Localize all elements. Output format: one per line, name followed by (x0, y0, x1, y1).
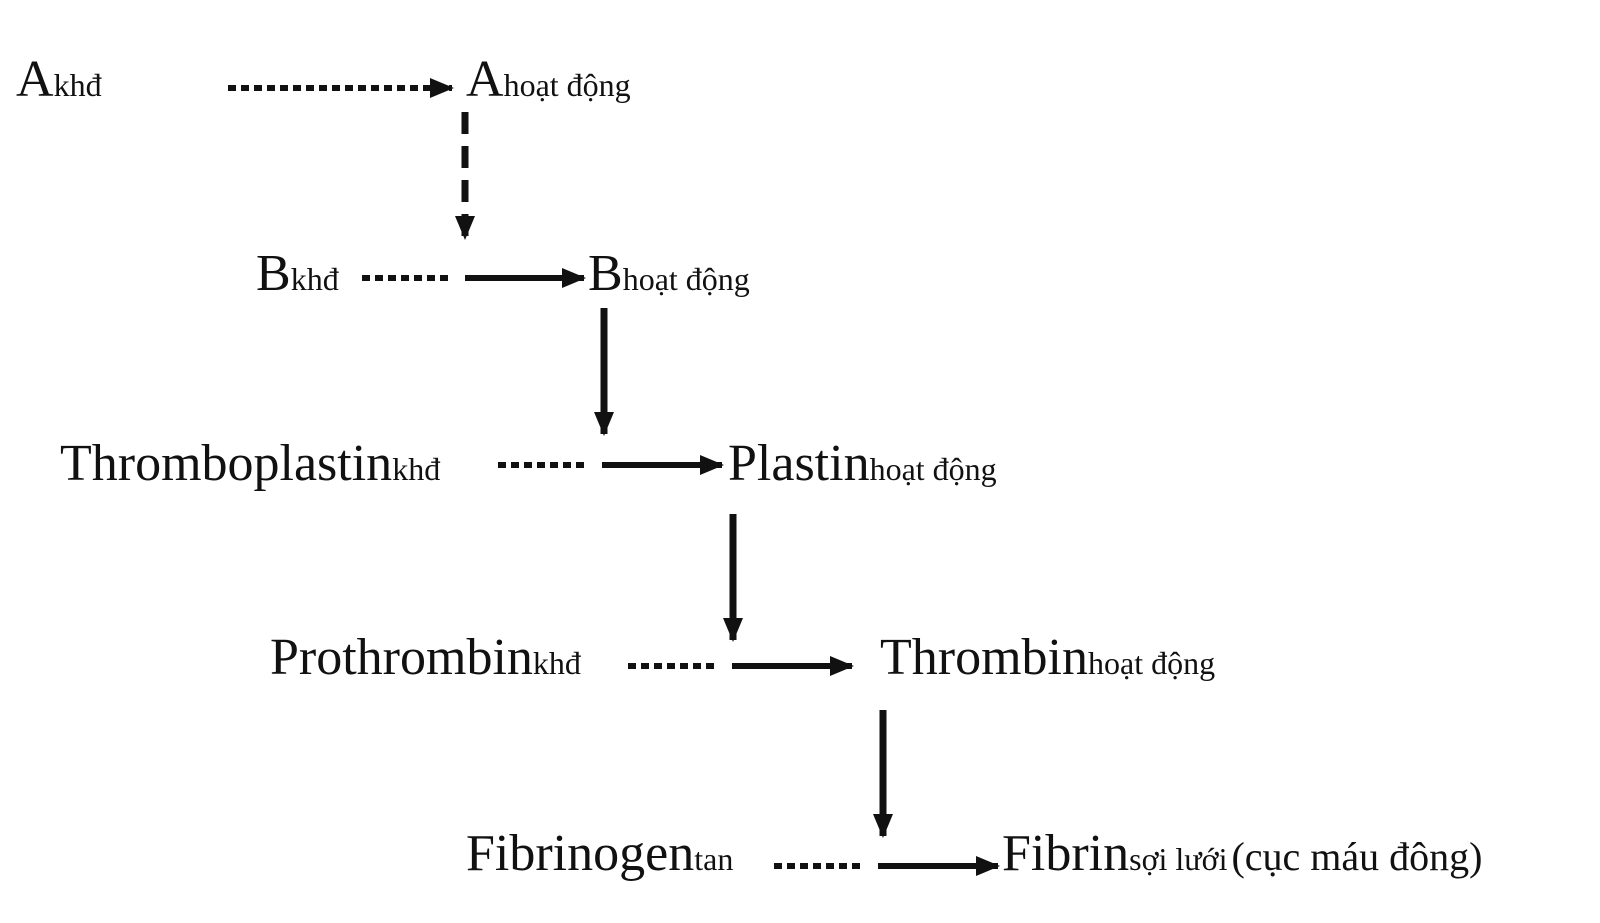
node-name: Fibrin (1002, 825, 1130, 882)
node-b-inactive: Bkhđ (256, 248, 339, 300)
node-name: Plastin (728, 435, 870, 492)
node-a-inactive: Akhđ (16, 54, 102, 106)
node-thrombin-active: Thrombinhoạt động (880, 632, 1215, 684)
node-name: A (466, 51, 504, 108)
node-subscript: hoạt động (869, 451, 997, 487)
node-thromboplastin-inactive: Thromboplastinkhđ (60, 438, 440, 490)
node-fibrinogen: Fibrinogentan (466, 828, 733, 880)
node-name: Fibrinogen (466, 825, 695, 882)
node-fibrin: Fibrinsợi lưới (cục máu đông) (1002, 828, 1482, 880)
node-subscript: hoạt động (622, 261, 750, 297)
node-b-active: Bhoạt động (588, 248, 750, 300)
node-subscript: khđ (392, 451, 441, 487)
node-subscript: sợi lưới (1129, 841, 1228, 877)
node-note: (cục máu đông) (1231, 834, 1483, 879)
node-plastin-active: Plastinhoạt động (728, 438, 997, 490)
node-name: Prothrombin (270, 629, 533, 686)
node-prothrombin-inactive: Prothrombinkhđ (270, 632, 581, 684)
node-a-active: Ahoạt động (466, 54, 631, 106)
node-name: A (16, 51, 54, 108)
node-name: B (256, 245, 291, 302)
node-subscript: tan (694, 841, 734, 877)
node-subscript: hoạt động (1087, 645, 1216, 681)
node-subscript: hoạt động (503, 67, 631, 103)
node-subscript: khđ (290, 261, 339, 297)
node-name: B (588, 245, 623, 302)
node-name: Thrombin (880, 629, 1088, 686)
node-name: Thromboplastin (60, 435, 393, 492)
node-subscript: khđ (53, 67, 102, 103)
node-subscript: khđ (532, 645, 581, 681)
